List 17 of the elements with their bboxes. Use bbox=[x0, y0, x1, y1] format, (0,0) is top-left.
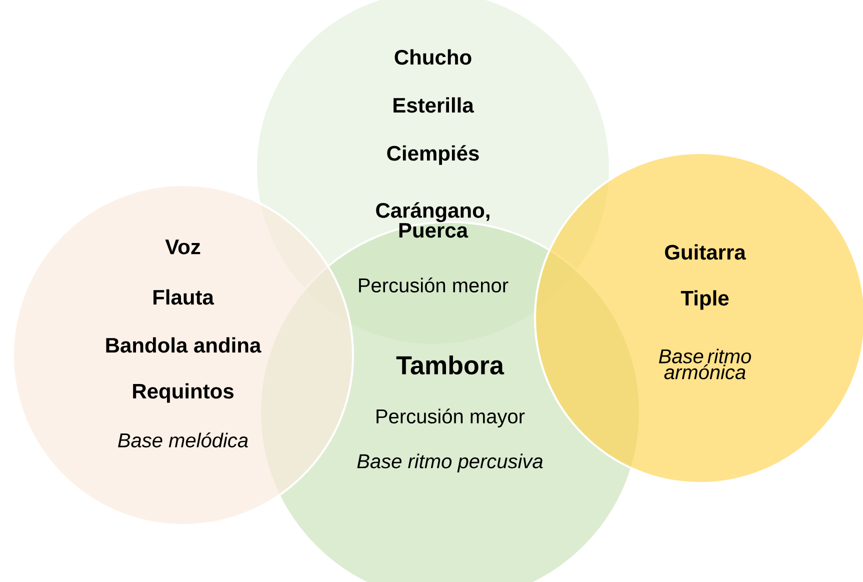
instrument-label: Chucho bbox=[394, 49, 472, 65]
instrument-label: Flauta bbox=[154, 289, 214, 305]
role-label: Base melódica bbox=[118, 432, 248, 448]
instrument-label: Tambora bbox=[396, 355, 504, 375]
instrument-label: Tiple bbox=[680, 290, 729, 310]
instrument-label: Requintos bbox=[133, 383, 234, 403]
venn-circle bbox=[12, 184, 354, 526]
instrument-label: Voz bbox=[165, 240, 200, 254]
category-label: Percusión mayor bbox=[376, 408, 525, 428]
instrument-label: Bandola andina bbox=[106, 337, 262, 353]
instrument-label: Ciempiés bbox=[387, 145, 479, 165]
role-label: Base ritmo armónica bbox=[658, 348, 752, 380]
category-label: Percusión menor bbox=[359, 278, 508, 292]
instrument-label: Esterilla bbox=[394, 97, 474, 113]
role-label: Base ritmo percusiva bbox=[357, 454, 543, 472]
instrument-label: Guitarra bbox=[665, 244, 746, 260]
instrument-label: Carángano, Puerca bbox=[376, 202, 490, 238]
